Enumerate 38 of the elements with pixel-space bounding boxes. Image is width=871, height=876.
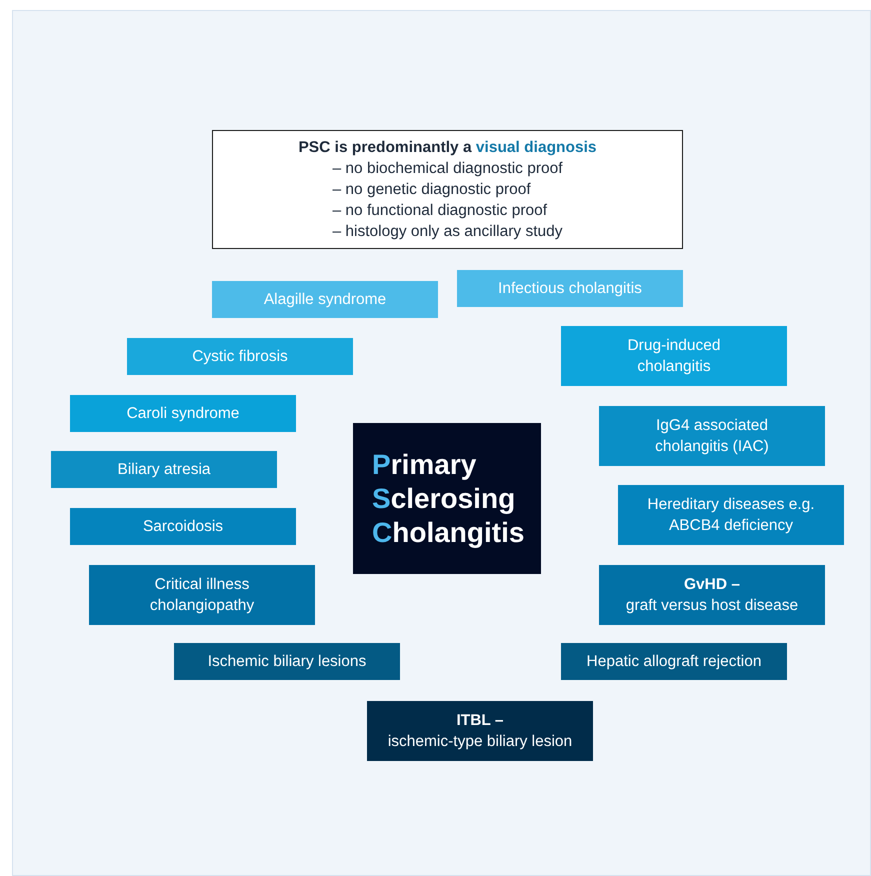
box-text: Sarcoidosis bbox=[142, 517, 224, 537]
box-heading: ITBL – bbox=[456, 711, 504, 731]
box-text: Hereditary diseases e.g. ABCB4 deficiency bbox=[646, 495, 816, 536]
box-text: Biliary atresia bbox=[117, 460, 211, 480]
box-text: graft versus host disease bbox=[626, 596, 798, 616]
box-text: Alagille syndrome bbox=[264, 290, 386, 310]
box-text: ischemic-type biliary lesion bbox=[388, 732, 572, 752]
box-text: Drug-induced cholangitis bbox=[626, 336, 722, 377]
condition-box bbox=[212, 281, 438, 318]
box-text: Ischemic biliary lesions bbox=[208, 652, 366, 672]
note-item: – no functional diagnostic proof bbox=[332, 201, 548, 221]
condition-box bbox=[70, 395, 296, 432]
box-text: Hepatic allograft rejection bbox=[586, 652, 762, 672]
condition-box bbox=[599, 565, 825, 625]
note-heading: PSC is predominantly a visual diagnosis bbox=[298, 138, 597, 158]
box-text: IgG4 associated cholangitis (IAC) bbox=[654, 416, 770, 457]
note-item: – no biochemical diagnostic proof bbox=[332, 159, 563, 179]
condition-box bbox=[51, 451, 277, 488]
central-title: Primary Sclerosing Cholangitis bbox=[372, 448, 522, 550]
box-text: Critical illness cholangiopathy bbox=[148, 575, 256, 616]
central-box bbox=[353, 423, 541, 574]
condition-box bbox=[367, 701, 593, 761]
condition-box bbox=[127, 338, 353, 375]
condition-box bbox=[618, 485, 844, 545]
note-item: – histology only as ancillary study bbox=[332, 222, 563, 242]
note-item: – no genetic diagnostic proof bbox=[332, 180, 531, 200]
box-heading: GvHD – bbox=[684, 575, 740, 595]
condition-box bbox=[599, 406, 825, 466]
condition-box bbox=[70, 508, 296, 545]
condition-box bbox=[561, 643, 787, 680]
condition-box bbox=[174, 643, 400, 680]
condition-box bbox=[89, 565, 315, 625]
box-text: Caroli syndrome bbox=[126, 404, 240, 424]
box-text: Infectious cholangitis bbox=[498, 279, 642, 299]
condition-box bbox=[457, 270, 683, 307]
condition-box bbox=[561, 326, 787, 386]
box-text: Cystic fibrosis bbox=[192, 347, 288, 367]
note-box bbox=[212, 130, 683, 249]
